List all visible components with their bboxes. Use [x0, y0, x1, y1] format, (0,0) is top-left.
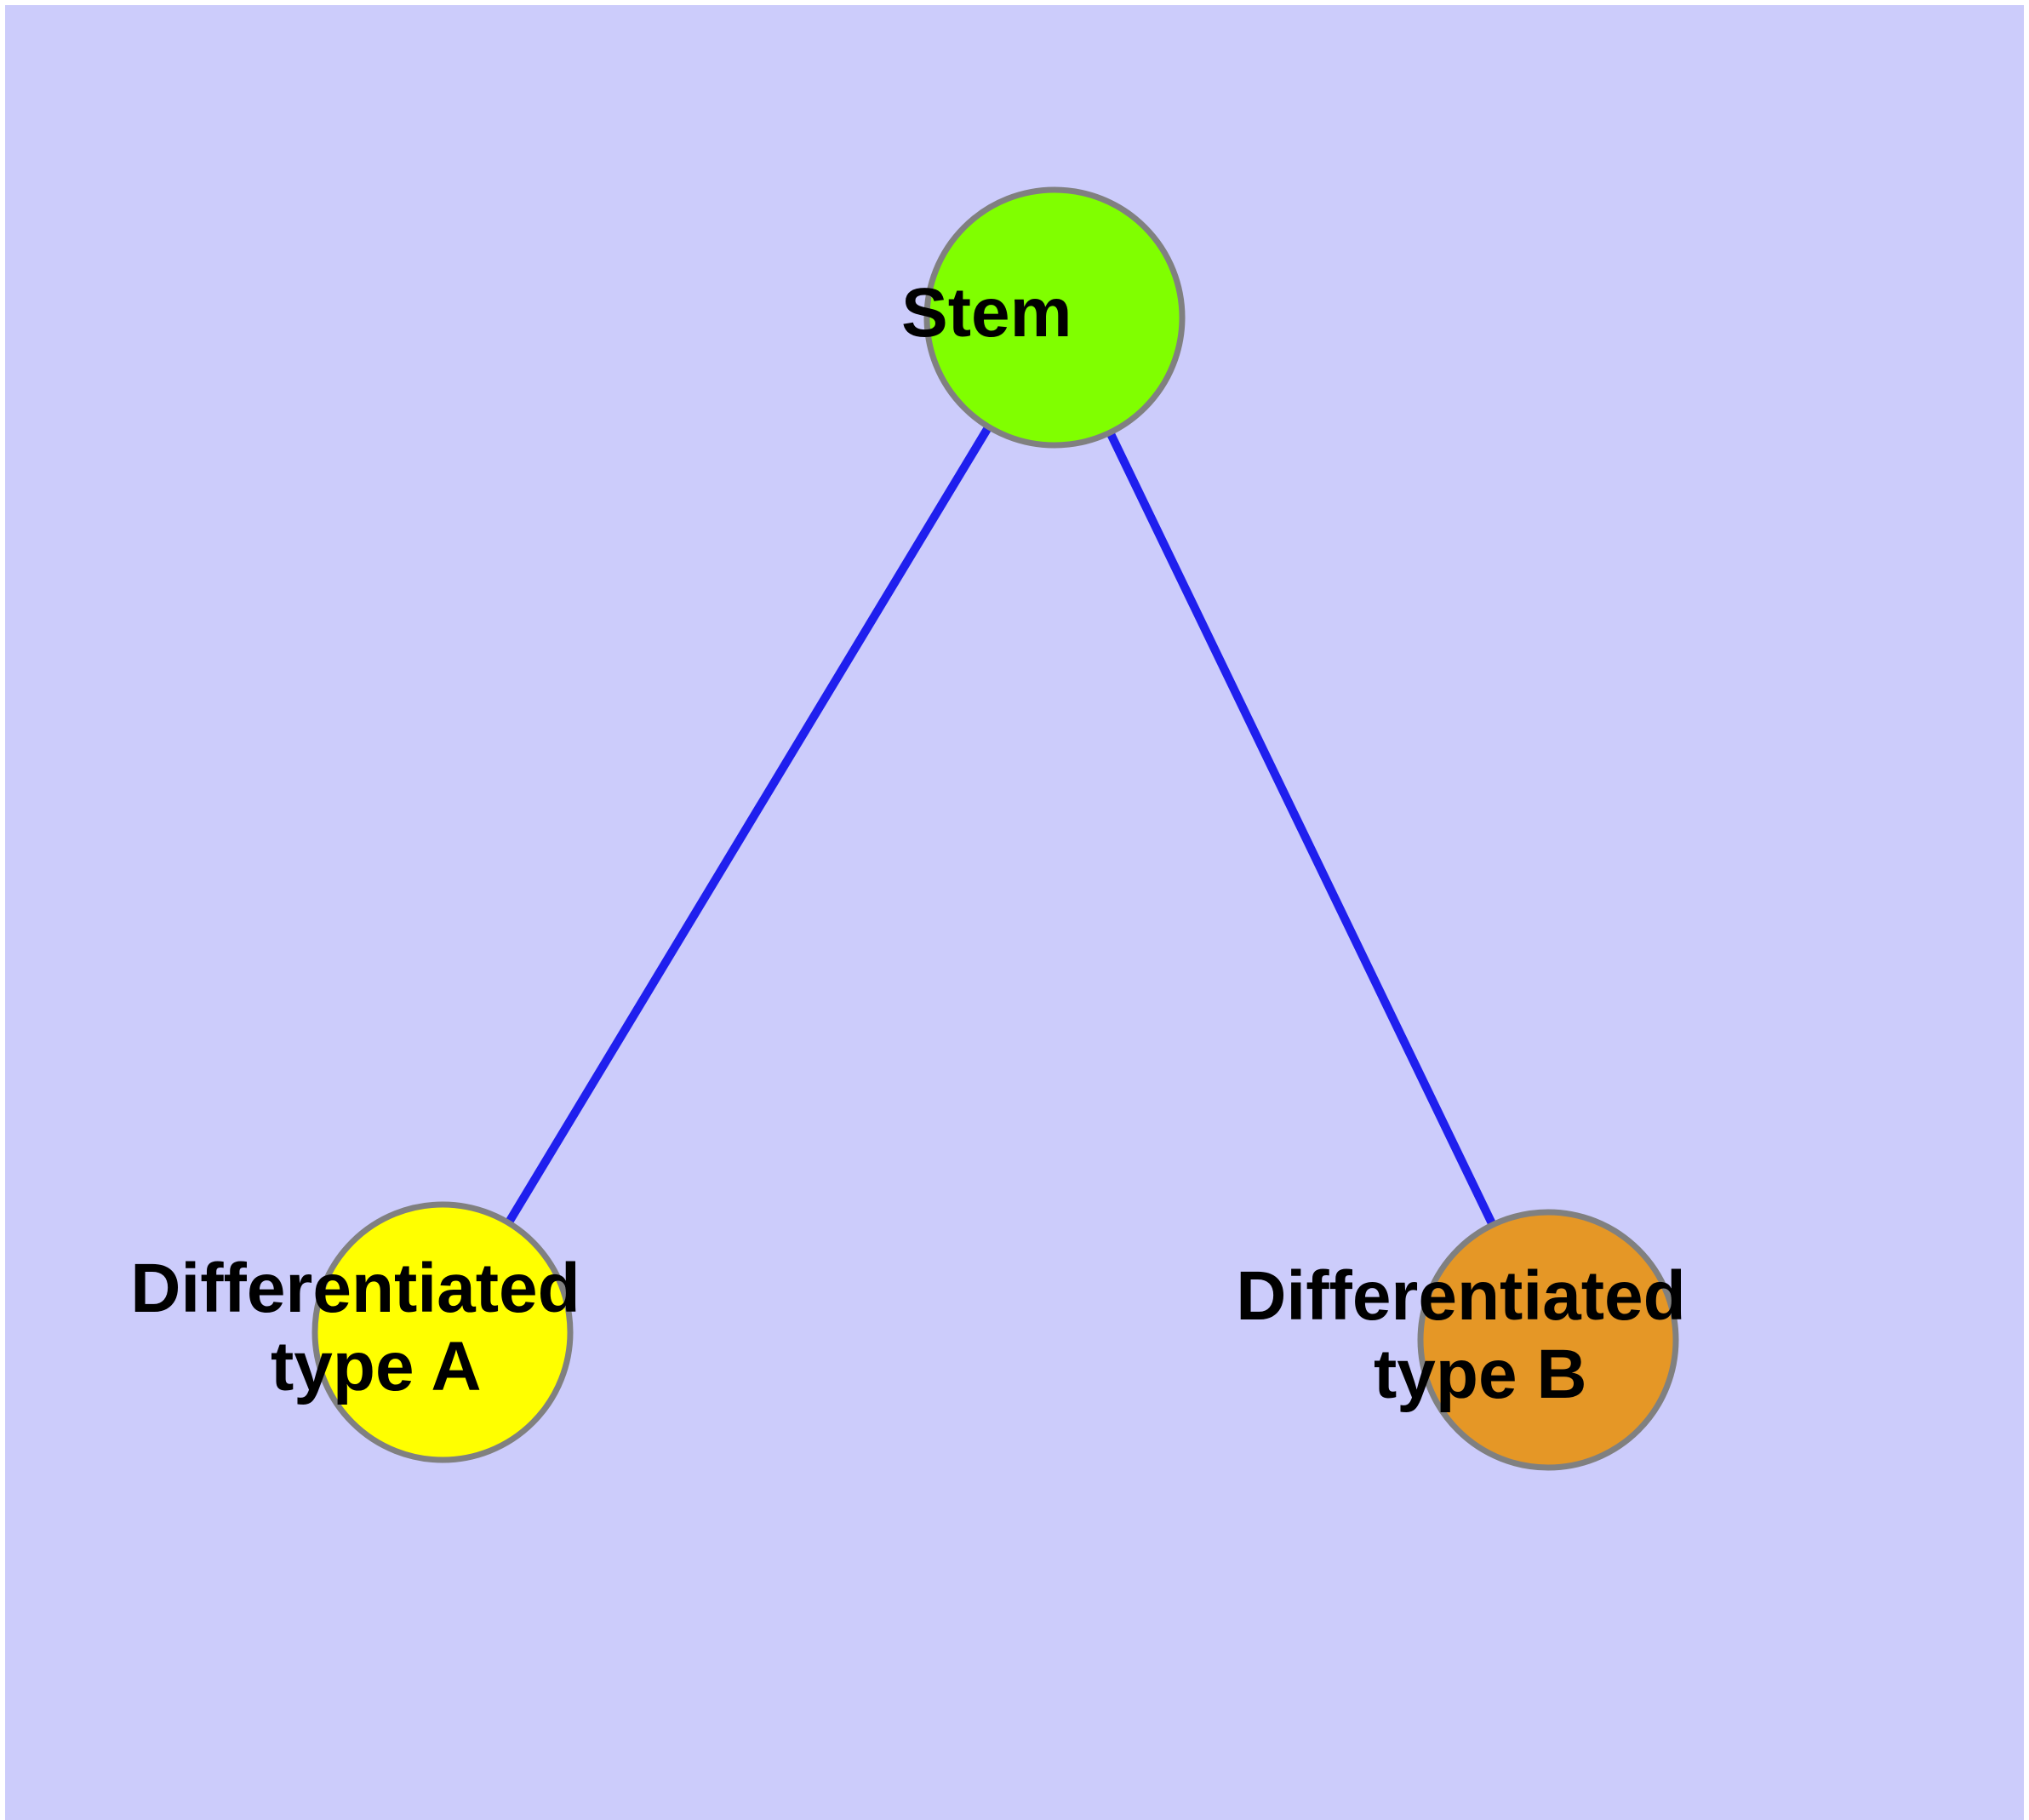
node-differentiated-type-a-circle[interactable] — [311, 1201, 574, 1463]
edge-layer — [506, 426, 1496, 1226]
edge-stem-to-differentiated-type-a[interactable] — [506, 426, 992, 1224]
node-differentiated-type-b-circle[interactable] — [1417, 1209, 1679, 1471]
node-differentiated-type-a-label: Differentiated type A — [130, 1250, 755, 1405]
node-stem-circle[interactable] — [923, 186, 1186, 449]
node-differentiated-type-a-label-line-1: Differentiated — [130, 1250, 580, 1327]
node-stem-label: Stem — [901, 274, 1208, 352]
node-differentiated-type-b-label-line-1: Differentiated — [1236, 1257, 1686, 1335]
label-layer: Stem Differentiated type A Differentiate… — [130, 274, 1860, 1413]
node-stem-label-line-1: Stem — [901, 274, 1072, 352]
node-differentiated-type-b-label: Differentiated type B — [1236, 1257, 1860, 1413]
node-differentiated-type-a-label-line-2: type A — [271, 1328, 480, 1405]
node-differentiated-type-b-label-line-2: type B — [1374, 1336, 1587, 1413]
node-layer — [311, 186, 1679, 1471]
edge-stem-to-differentiated-type-b[interactable] — [1106, 432, 1496, 1226]
